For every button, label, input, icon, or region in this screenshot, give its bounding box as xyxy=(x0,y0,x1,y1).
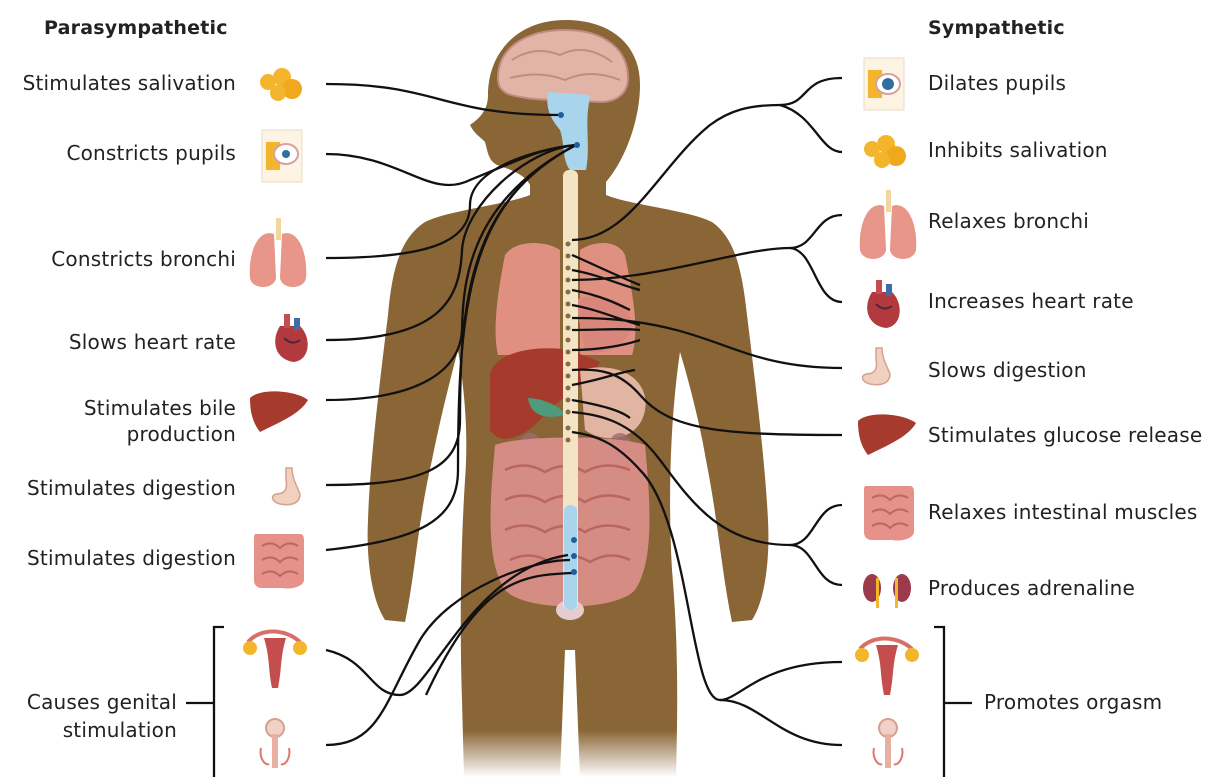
label-relaxes-intestinal-muscles: Relaxes intestinal muscles xyxy=(928,500,1198,525)
label-inhibits-salivation: Inhibits salivation xyxy=(928,138,1108,163)
label-constricts-bronchi: Constricts bronchi xyxy=(51,247,236,272)
label-slows-heart-rate: Slows heart rate xyxy=(69,330,236,355)
label-increases-heart-rate: Increases heart rate xyxy=(928,289,1134,314)
label-dilates-pupils: Dilates pupils xyxy=(928,71,1066,96)
heart-icon xyxy=(275,314,308,362)
kidneys-icon xyxy=(863,574,911,608)
label-bile-line1: Stimulates bile xyxy=(84,396,236,421)
eye-icon xyxy=(262,130,302,182)
label-stimulates-digestion-intestine: Stimulates digestion xyxy=(27,546,236,571)
label-genital-line2: stimulation xyxy=(63,718,177,743)
salivary-gland-icon-right xyxy=(864,135,906,168)
label-promotes-orgasm: Promotes orgasm xyxy=(984,690,1162,715)
liver-icon xyxy=(250,391,308,432)
label-produces-adrenaline: Produces adrenaline xyxy=(928,576,1135,601)
right-bracket xyxy=(934,627,972,777)
stomach-icon xyxy=(273,468,300,505)
label-stimulates-glucose-release: Stimulates glucose release xyxy=(928,423,1202,448)
heart-icon-right xyxy=(867,280,900,328)
stomach-icon-right xyxy=(863,348,890,385)
male-reproductive-icon-right xyxy=(874,719,903,768)
lungs-icon-right xyxy=(860,190,917,259)
left-bracket xyxy=(186,627,224,777)
label-genital-line1: Causes genital xyxy=(27,690,177,715)
intestine-icon xyxy=(254,534,304,589)
label-stimulates-digestion-stomach: Stimulates digestion xyxy=(27,476,236,501)
label-constricts-pupils: Constricts pupils xyxy=(66,141,236,166)
eye-icon-right xyxy=(864,58,904,110)
label-bile-line2: production xyxy=(127,422,236,447)
male-reproductive-icon xyxy=(261,719,290,768)
salivary-gland-icon xyxy=(260,68,302,101)
uterus-icon xyxy=(243,632,307,689)
uterus-icon-right xyxy=(855,639,919,696)
sympathetic-title: Sympathetic xyxy=(928,16,1065,41)
parasympathetic-title: Parasympathetic xyxy=(44,16,228,41)
label-slows-digestion: Slows digestion xyxy=(928,358,1087,383)
lungs-icon xyxy=(250,218,307,287)
label-stimulates-salivation: Stimulates salivation xyxy=(23,71,236,96)
intestine-icon-right xyxy=(864,486,914,541)
label-relaxes-bronchi: Relaxes bronchi xyxy=(928,209,1089,234)
liver-icon-right xyxy=(858,414,916,455)
